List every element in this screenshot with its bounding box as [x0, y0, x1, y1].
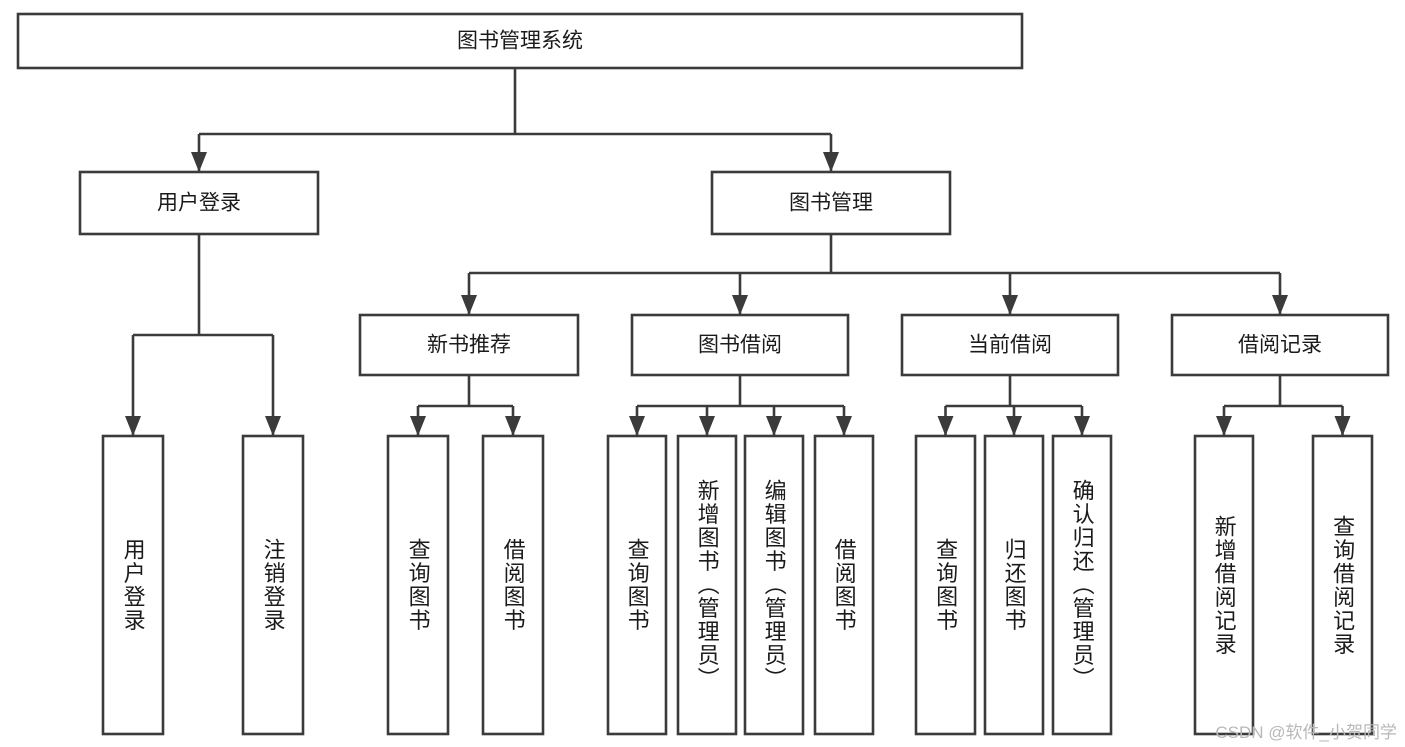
arrow-to-leaf-0	[125, 416, 141, 436]
node-level2-label-0: 用户登录	[157, 192, 241, 215]
node-leaf-box-5	[676, 434, 738, 736]
arrow-to-leaf-12	[1334, 416, 1351, 436]
arrow-to-leaf-7	[836, 416, 852, 436]
arrow-to-leaf-3	[505, 416, 521, 436]
arrow-to-leaf-4	[629, 416, 645, 436]
node-level2-box-1	[710, 170, 952, 236]
node-level3-label-3: 借阅记录	[1238, 334, 1322, 357]
arrow-to-level2-1	[823, 152, 839, 172]
arrow-to-level3-2	[1002, 295, 1018, 315]
node-leaf-box-0	[101, 434, 165, 736]
node-leaf-box-12	[1311, 434, 1374, 736]
node-root-box	[16, 12, 1024, 70]
node-level3-box-0	[358, 313, 580, 377]
node-level3-label-0: 新书推荐	[427, 334, 511, 357]
node-leaf-box-8	[914, 434, 977, 736]
node-leaf-box-10	[1051, 434, 1113, 736]
node-leaf-box-6	[743, 434, 805, 736]
node-leaf-box-2	[386, 434, 450, 736]
node-leaf-box-11	[1193, 434, 1255, 736]
node-leaf-box-4	[606, 434, 668, 736]
node-level3-box-2	[900, 313, 1120, 377]
arrow-to-level3-0	[461, 295, 477, 315]
node-level3-box-1	[630, 313, 850, 377]
arrow-to-leaf-6	[766, 416, 782, 436]
arrow-to-leaf-8	[937, 416, 954, 436]
node-level3-box-3	[1170, 313, 1390, 377]
node-leaf-box-7	[813, 434, 875, 736]
arrow-to-leaf-10	[1074, 416, 1090, 436]
arrow-to-leaf-11	[1216, 416, 1232, 436]
arrow-to-level3-1	[732, 295, 748, 315]
node-leaf-box-3	[481, 434, 545, 736]
arrow-to-leaf-2	[410, 416, 426, 436]
node-level3-label-1: 图书借阅	[698, 334, 782, 357]
node-root-label: 图书管理系统	[457, 30, 583, 53]
arrow-to-leaf-9	[1006, 416, 1022, 436]
arrow-to-leaf-5	[699, 416, 715, 436]
node-level2-box-0	[78, 170, 320, 236]
csdn-watermark: CSDN @软件_小贺同学	[1215, 723, 1397, 742]
node-level3-label-2: 当前借阅	[968, 334, 1052, 357]
arrow-to-level2-0	[191, 152, 207, 172]
node-level2-label-1: 图书管理	[789, 192, 873, 215]
arrow-to-leaf-1	[265, 416, 281, 436]
box-layer	[16, 12, 1390, 736]
connector-layer	[125, 68, 1351, 436]
arrow-to-level3-3	[1272, 295, 1288, 315]
node-leaf-box-9	[983, 434, 1045, 736]
node-leaf-box-1	[241, 434, 305, 736]
